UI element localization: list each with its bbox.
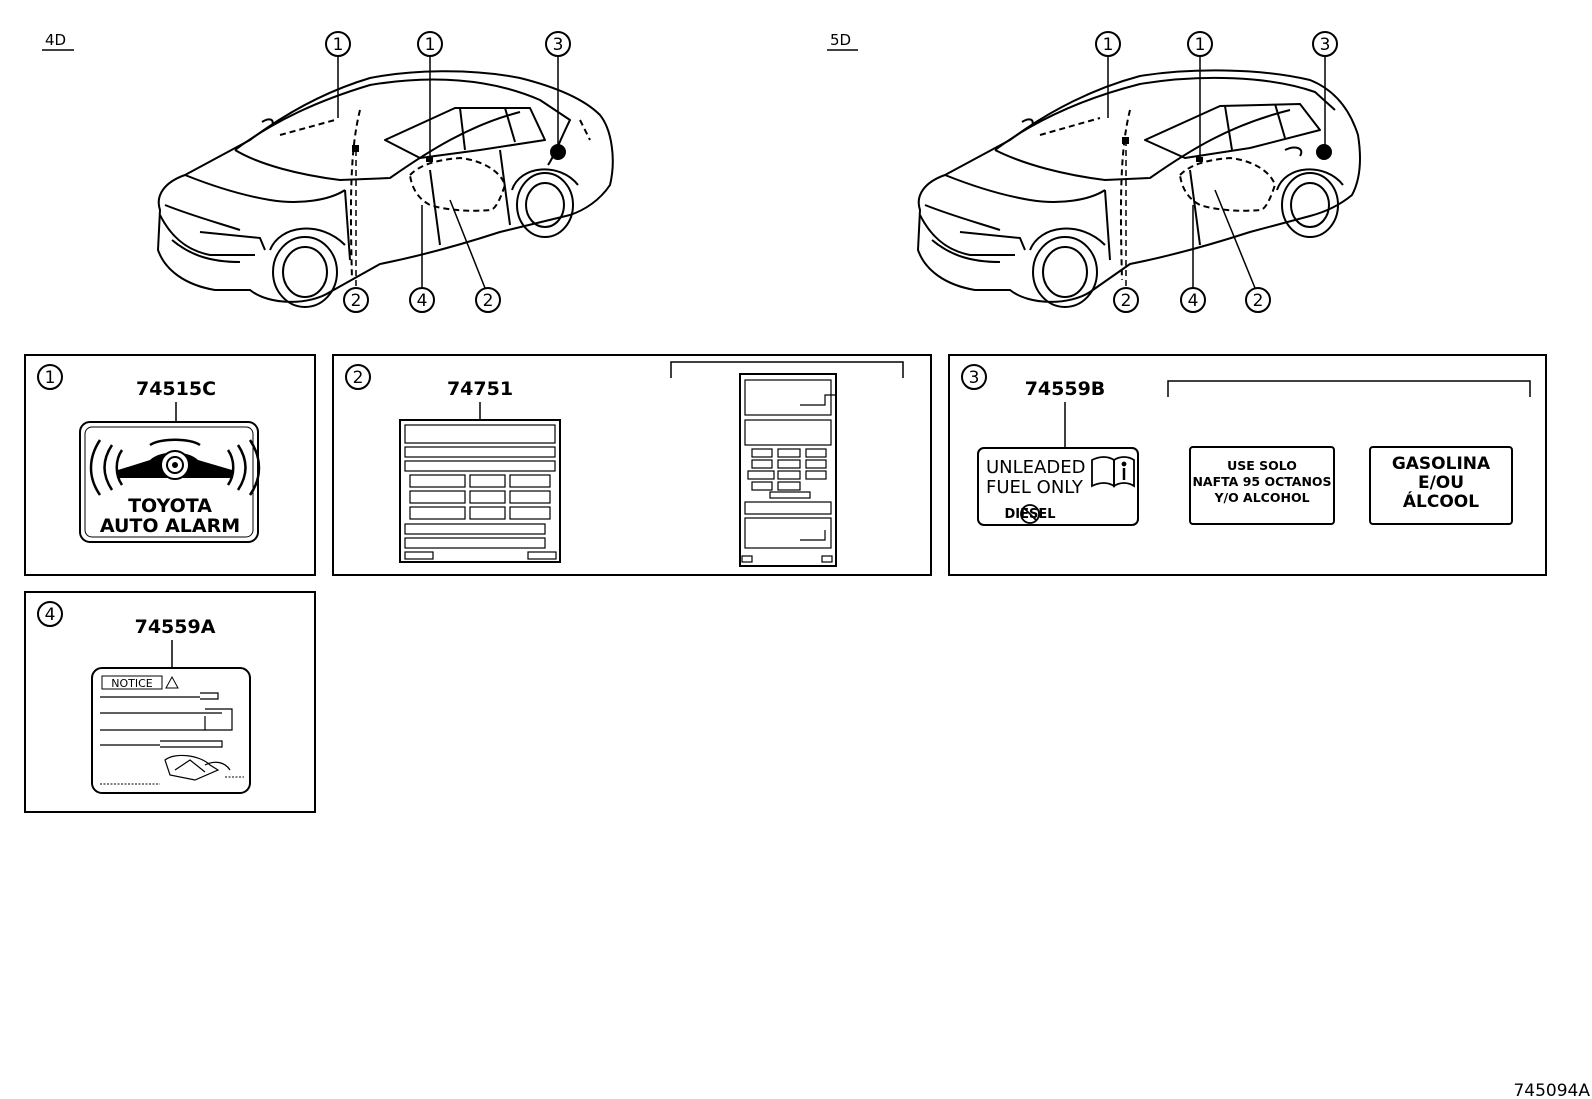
svg-text:4: 4 (417, 291, 428, 311)
svg-text:FUEL ONLY: FUEL ONLY (986, 477, 1084, 498)
panel-2: 2 74751 (332, 354, 932, 576)
svg-text:2: 2 (483, 291, 494, 311)
hatchback-illustration (917, 69, 1361, 308)
manual-book-icon (1091, 456, 1135, 488)
part-number-74559A: 74559A (135, 616, 216, 638)
svg-text:NAFTA 95 OCTANOS: NAFTA 95 OCTANOS (1192, 474, 1331, 489)
alarm-car-icon (89, 438, 261, 496)
alarm-label-line-1: TOYOTA (128, 495, 212, 517)
nafta-label: USE SOLO NAFTA 95 OCTANOS Y/O ALCOHOL (1189, 446, 1335, 525)
svg-text:1: 1 (333, 35, 344, 55)
svg-text:NOTICE: NOTICE (111, 677, 153, 690)
view-label-5d: 5D (830, 31, 851, 49)
part-number-74559B: 74559B (1025, 378, 1106, 400)
svg-text:1: 1 (425, 35, 436, 55)
part-number-74515C: 74515C (136, 378, 216, 400)
view-label-4d: 4D (45, 31, 66, 49)
svg-text:Y/O ALCOHOL: Y/O ALCOHOL (1213, 490, 1309, 505)
svg-text:3: 3 (1320, 35, 1331, 55)
hatchback-callouts: 1 1 3 2 4 2 (1095, 31, 1338, 313)
svg-text:4: 4 (1188, 291, 1199, 311)
svg-text:E/OU: E/OU (1418, 473, 1464, 493)
sedan-illustration (157, 70, 614, 308)
part-number-74751: 74751 (447, 378, 513, 400)
panel-2-index: 2 (353, 368, 364, 388)
hatchback-leaders (1107, 56, 1326, 289)
diagram-id: 745094A (1513, 1081, 1590, 1099)
panel-3-index: 3 (969, 368, 980, 388)
svg-text:2: 2 (1253, 291, 1264, 311)
unleaded-fuel-label: UNLEADED FUEL ONLY DIESEL (977, 447, 1139, 526)
panel-4-index: 4 (45, 605, 56, 625)
svg-text:1: 1 (1103, 35, 1114, 55)
tire-label-portrait (739, 373, 837, 567)
svg-text:ÁLCOOL: ÁLCOOL (1403, 490, 1479, 512)
sedan-callouts: 1 1 3 2 4 2 (325, 31, 571, 313)
svg-text:USE SOLO: USE SOLO (1227, 458, 1297, 473)
tire-label-landscape (399, 419, 561, 563)
svg-text:UNLEADED: UNLEADED (986, 457, 1085, 478)
panel-1: 1 74515C TOYOTA AUTO ALARM (24, 354, 316, 576)
notice-label: NOTICE (91, 667, 251, 794)
svg-text:1: 1 (1195, 35, 1206, 55)
svg-text:2: 2 (1121, 291, 1132, 311)
alarm-label-line-2: AUTO ALARM (100, 515, 240, 537)
panel-4: 4 74559A NOTICE (24, 591, 316, 813)
gasolina-label: GASOLINA E/OU ÁLCOOL (1369, 446, 1513, 525)
panel-1-index: 1 (45, 368, 56, 388)
svg-text:2: 2 (351, 291, 362, 311)
svg-text:GASOLINA: GASOLINA (1392, 454, 1491, 474)
sedan-leaders (337, 56, 559, 289)
svg-text:3: 3 (553, 35, 564, 55)
prohibited-icon (1020, 504, 1040, 524)
panel-3: 3 74559B UNLEADED FUEL ONLY DIESEL USE (948, 354, 1547, 576)
